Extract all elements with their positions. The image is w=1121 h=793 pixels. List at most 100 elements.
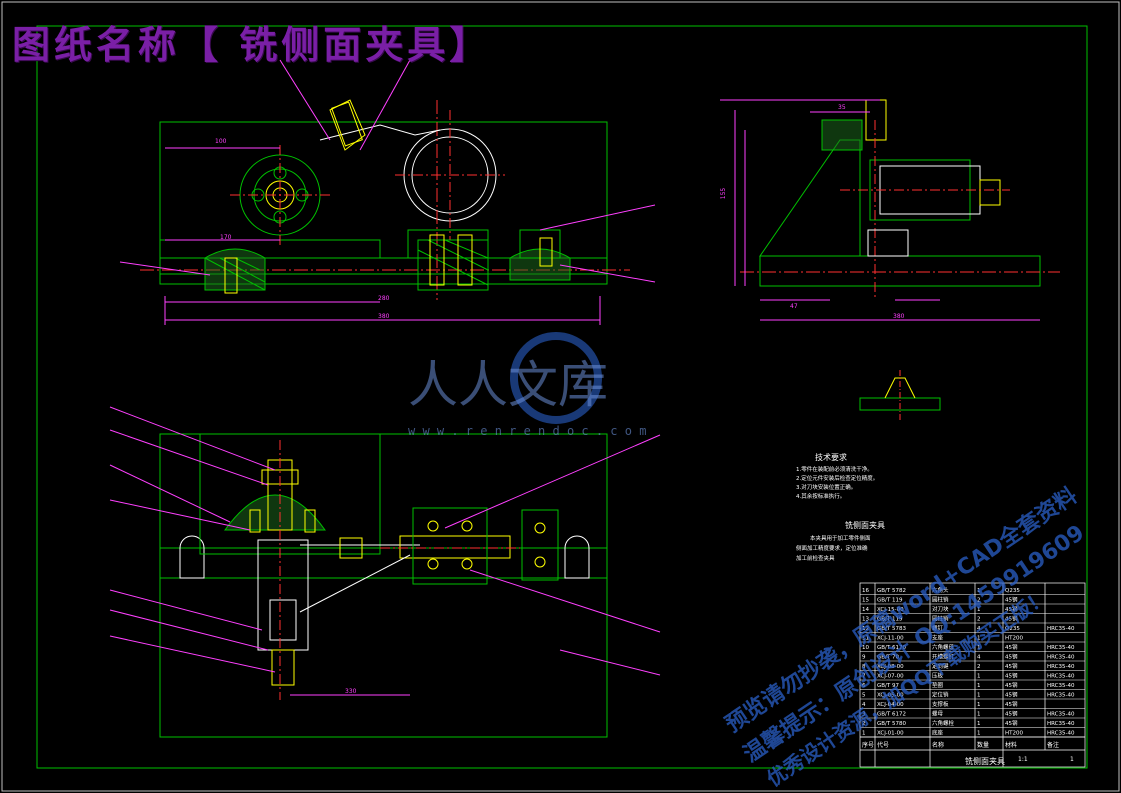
title-block — [860, 736, 1085, 767]
front-view — [119, 59, 656, 325]
parts-list-cell: GB/T 119 — [877, 598, 903, 604]
watermark-url: w w w . r e n r e n d o c . c o m — [408, 424, 646, 438]
parts-list-cell: 45钢 — [1005, 672, 1018, 680]
drawing-title-banner: 图纸名称【 铣侧面夹具】 — [12, 22, 492, 67]
parts-list-cell: XCJ-07-00 — [877, 674, 904, 680]
parts-list-cell: 14 — [862, 607, 869, 613]
dim-380: 380 — [378, 313, 390, 320]
parts-list-cell: XCJ-01-00 — [877, 731, 904, 737]
parts-list-cell: 5 — [862, 693, 866, 699]
parts-list-cell: Q235 — [1005, 588, 1020, 594]
parts-list-cell: 45钢 — [1005, 662, 1018, 670]
parts-list-cell: 压板 — [932, 672, 944, 680]
parts-list-cell: GB/T 6172 — [877, 712, 906, 718]
title-block-name: 铣侧面夹具 — [965, 757, 1005, 766]
parts-list-cell: 螺钉 — [932, 624, 944, 632]
dim-top: 330 — [345, 688, 357, 695]
parts-list-cell: 4 — [977, 655, 981, 661]
tech-req-1: 1.零件在装配前必须清洗干净。 — [796, 467, 873, 473]
parts-list-cell: 1 — [977, 674, 981, 680]
parts-list-cell: 12 — [862, 626, 869, 632]
description-line-3: 加工前检查夹具 — [796, 556, 835, 562]
parts-list-cell: HRC35-40 — [1047, 674, 1075, 680]
parts-list-cell: 11 — [862, 636, 869, 642]
parts-list-cell: HRC35-40 — [1047, 721, 1075, 727]
parts-list-cell: 45钢 — [1005, 653, 1018, 661]
dim-170: 170 — [220, 234, 232, 241]
parts-list-cell: 定位销 — [932, 691, 949, 699]
parts-list-cell: 1 — [977, 731, 981, 737]
parts-list-cell: 1 — [977, 636, 981, 642]
parts-list-cell: XCJ-15-00 — [877, 607, 904, 613]
parts-list-cell: 45钢 — [1005, 710, 1018, 718]
detail-a — [859, 370, 941, 420]
parts-list-cell: 1 — [862, 731, 866, 737]
top-view — [109, 406, 661, 738]
parts-list-cell: GB/T 5783 — [877, 626, 906, 632]
parts-list-cell: HRC35-40 — [1047, 626, 1075, 632]
parts-list-cell: 六角螺栓 — [932, 719, 955, 727]
parts-list-cell: HRC35-40 — [1047, 712, 1075, 718]
parts-list-cell: HT200 — [1005, 636, 1023, 642]
inner-frame — [36, 25, 1088, 769]
parts-list-cell: 45钢 — [1005, 615, 1018, 623]
parts-list-cell: GB/T 5782 — [877, 588, 906, 594]
parts-list-header: 序号 — [862, 741, 874, 749]
dim-155: 155 — [720, 187, 728, 200]
tech-req-3: 3.对刀块安装位置正确。 — [796, 485, 857, 491]
parts-list-cell: HRC35-40 — [1047, 645, 1075, 651]
parts-list-cell: HT200 — [1005, 731, 1023, 737]
parts-list-cell: 2 — [977, 598, 981, 604]
parts-list-cell: HRC35-40 — [1047, 664, 1075, 670]
parts-list-cell: 9 — [862, 655, 866, 661]
parts-list-cell: 3 — [862, 712, 866, 718]
dim-280: 280 — [378, 295, 390, 302]
parts-list-cell: 圆柱销 — [932, 596, 949, 604]
parts-list-cell: XCJ-11-00 — [877, 636, 904, 642]
parts-list-cell: 45钢 — [1005, 691, 1018, 699]
parts-list-cell: 1 — [977, 645, 981, 651]
dim-100: 100 — [215, 138, 227, 145]
parts-list-cell: GB/T 97 — [877, 683, 899, 689]
parts-list-cell: 13 — [862, 617, 869, 623]
parts-list-cell: Q235 — [1005, 626, 1020, 632]
dim-35: 35 — [838, 104, 846, 111]
watermark-brand: 人人文库 — [408, 356, 608, 414]
dim-47: 47 — [790, 303, 798, 310]
parts-list-cell: 六角头 — [932, 586, 949, 594]
parts-list-cell: 7 — [862, 674, 866, 680]
parts-list-cell: 支撑板 — [932, 700, 949, 708]
parts-list-cell: HRC35-40 — [1047, 655, 1075, 661]
renrendoc-watermark-logo: 人人文库 w w w . r e n r e n d o c . c o m — [408, 332, 646, 438]
parts-list-cell: 垫圈 — [932, 681, 944, 689]
parts-list-cell: 圆柱销 — [932, 615, 949, 623]
dim-side-380: 380 — [893, 313, 905, 320]
parts-list-header: 名称 — [932, 741, 944, 749]
parts-list-cell: 底座 — [932, 729, 944, 737]
parts-list-cell: 45钢 — [1005, 596, 1018, 604]
parts-list-header: 备注 — [1047, 741, 1059, 749]
parts-list-cell: GB/T 6170 — [877, 645, 906, 651]
parts-list-cell: 1 — [977, 712, 981, 718]
parts-list-cell: 45钢 — [1005, 719, 1018, 727]
parts-list-cell: 1 — [977, 702, 981, 708]
parts-list-cell: 4 — [862, 702, 866, 708]
parts-list-cell: 2 — [977, 617, 981, 623]
parts-list-cell: XCJ-04-00 — [877, 702, 904, 708]
parts-list-cell: 对刀块 — [932, 605, 949, 613]
parts-list-header: 材料 — [1005, 741, 1017, 749]
parts-list-cell: 10 — [862, 645, 869, 651]
parts-list-cell: 45钢 — [1005, 605, 1018, 613]
parts-list-cell: 螺母 — [932, 710, 944, 718]
parts-list-cell: 45钢 — [1005, 700, 1018, 708]
parts-list-cell: GB/T 70 — [877, 655, 899, 661]
parts-list-cell: 4 — [977, 626, 981, 632]
parts-list-cell: 15 — [862, 598, 869, 604]
parts-list-cell: GB/T 119 — [877, 617, 903, 623]
parts-list-cell: 45钢 — [1005, 681, 1018, 689]
parts-list-cell: 1 — [977, 588, 981, 594]
parts-list-cell: 16 — [862, 588, 869, 594]
description-line-1: 本夹具用于加工零件侧面 — [810, 536, 871, 542]
